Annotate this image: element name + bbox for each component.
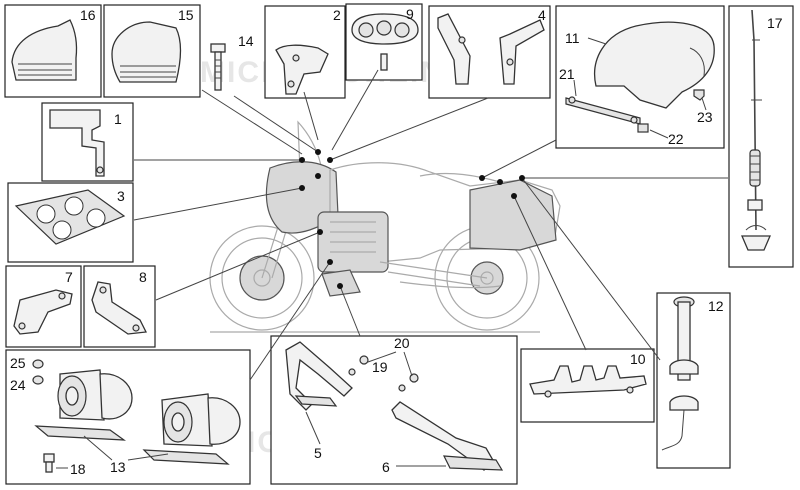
leader-lines	[133, 69, 728, 381]
label-4: 4	[538, 7, 546, 23]
motorcycle-illustration	[209, 120, 561, 333]
label-9: 9	[406, 6, 414, 22]
part-box-15: 15	[103, 4, 201, 98]
part-box-11-21-22-23: 11 21 22 23	[555, 5, 725, 149]
label-23: 23	[697, 109, 713, 125]
part-box-5-6-19-20: 20 19 5 6	[270, 335, 518, 485]
part-box-10: 10	[520, 348, 655, 423]
part-box-7: 7	[5, 265, 82, 348]
label-1: 1	[114, 111, 122, 127]
label-20: 20	[394, 335, 410, 351]
label-12: 12	[708, 298, 724, 314]
part-box-13-18-24-25: 25 24 18 13	[5, 349, 251, 485]
part-box-8: 8	[83, 265, 156, 348]
part-box-16: 16	[4, 4, 102, 98]
part-box-9: 9	[345, 3, 423, 81]
label-2: 2	[333, 7, 341, 23]
label-11: 11	[565, 30, 580, 46]
label-24: 24	[10, 377, 26, 393]
label-16: 16	[80, 7, 96, 23]
label-6: 6	[382, 459, 390, 475]
part-box-2: 2	[264, 5, 346, 99]
part-box-4: 4	[428, 5, 551, 99]
part-box-1: 1	[41, 102, 134, 182]
label-13: 13	[110, 459, 126, 475]
part-bolt-14: 14	[210, 33, 254, 91]
part-box-12: 12	[656, 292, 731, 469]
label-3: 3	[117, 188, 125, 204]
label-7: 7	[65, 269, 73, 285]
label-18: 18	[70, 461, 86, 477]
attachment-points	[299, 149, 525, 289]
label-14: 14	[238, 33, 254, 49]
label-15: 15	[178, 7, 194, 23]
label-17: 17	[767, 15, 783, 31]
label-5: 5	[314, 445, 322, 461]
label-25: 25	[10, 355, 26, 371]
part-box-17: 17	[728, 5, 794, 268]
label-8: 8	[139, 269, 147, 285]
label-22: 22	[668, 131, 684, 147]
label-19: 19	[372, 359, 388, 375]
label-21: 21	[559, 66, 575, 82]
label-10: 10	[630, 351, 646, 367]
part-box-3: 3	[7, 182, 134, 263]
